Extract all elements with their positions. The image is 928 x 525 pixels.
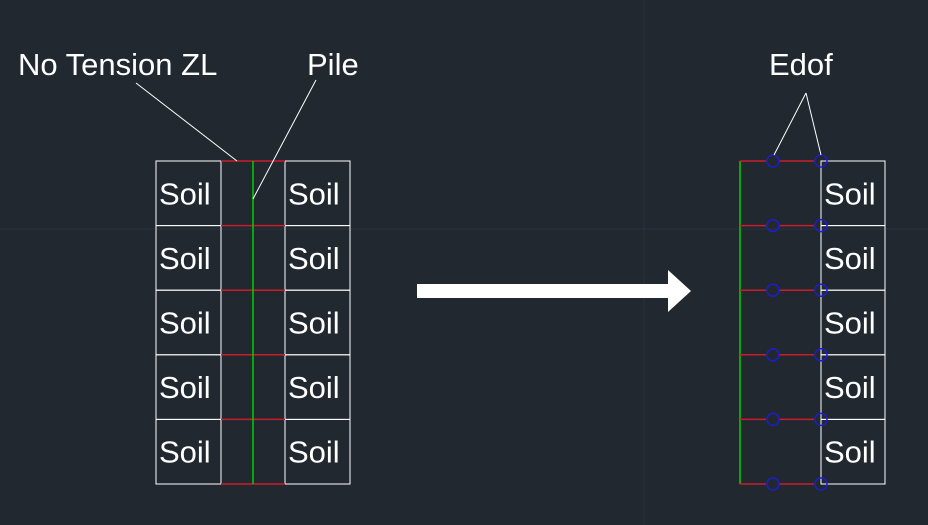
edof-node-circle <box>814 218 828 233</box>
edof-node-circle <box>766 348 780 362</box>
edof-label: Edof <box>769 47 833 82</box>
right-zero-length-elements <box>740 160 814 485</box>
edof-node-circle <box>766 218 780 233</box>
no-tension-label: No Tension ZL <box>18 47 217 82</box>
soil-cell-label: Soil <box>824 176 876 211</box>
soil-cell-label: Soil <box>824 306 876 341</box>
edof-node-circle <box>766 154 780 168</box>
edof-leader-2 <box>805 92 822 156</box>
no-tension-leader <box>135 82 238 162</box>
soil-cell-label: Soil <box>288 306 340 341</box>
soil-cell-label: Soil <box>159 306 211 341</box>
arrow-head <box>668 270 691 312</box>
edof-nodes <box>766 154 828 491</box>
pile-label: Pile <box>307 47 359 82</box>
arrow-shaft <box>417 284 671 298</box>
soil-cell-label: Soil <box>288 176 340 211</box>
edof-node-circle <box>814 412 828 427</box>
soil-cell-label: Soil <box>288 370 340 405</box>
soil-cell-label: Soil <box>159 176 211 211</box>
edof-node-circle <box>766 412 780 427</box>
soil-cell-label: Soil <box>824 370 876 405</box>
soil-cell-label: Soil <box>288 241 340 276</box>
edof-node-circle <box>766 283 780 297</box>
soil-cell-label: Soil <box>824 435 876 470</box>
pile-leader <box>252 79 317 200</box>
edof-node-circle <box>814 477 828 491</box>
soil-cell-label: Soil <box>824 241 876 276</box>
soil-cell-label: Soil <box>288 435 340 470</box>
edof-leader-1 <box>773 92 807 156</box>
edof-node-circle <box>814 283 828 297</box>
soil-cell-label: Soil <box>159 370 211 405</box>
transform-arrow <box>417 270 691 312</box>
edof-node-circle <box>814 348 828 362</box>
edof-node-circle <box>766 477 780 491</box>
soil-cell-label: Soil <box>159 435 211 470</box>
soil-cell-label: Soil <box>159 241 211 276</box>
